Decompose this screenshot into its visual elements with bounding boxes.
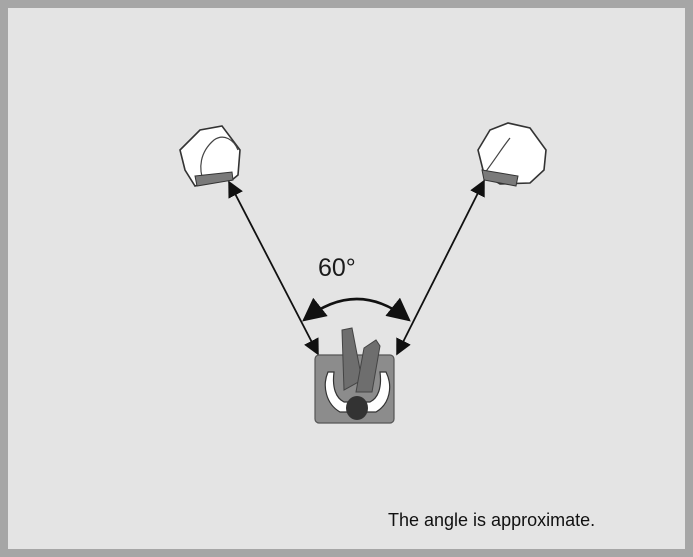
angle-label: 60° [318,254,356,282]
angle-arc [302,297,411,322]
approximation-note: The angle is approximate. [388,510,596,530]
left-distance-arrow [228,180,319,356]
right-speaker-icon [477,122,547,187]
left-speaker-icon [179,125,241,187]
listener-icon [314,327,395,424]
right-distance-arrow [396,179,485,356]
